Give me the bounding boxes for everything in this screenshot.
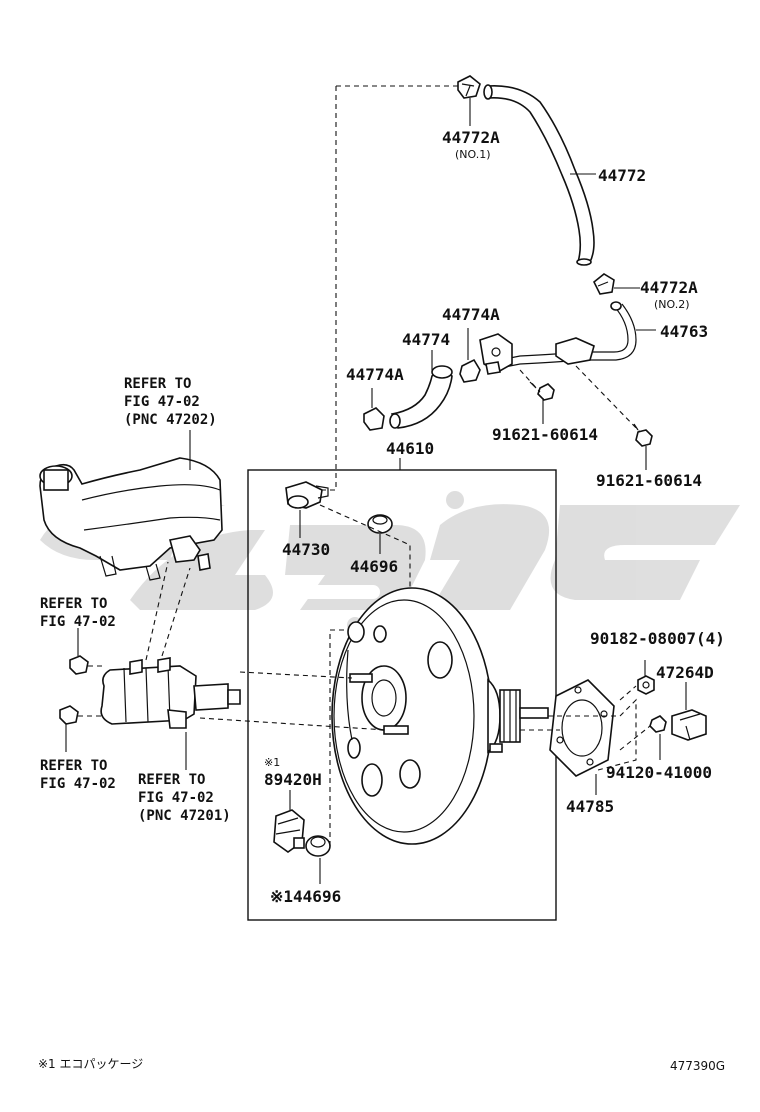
label-94120-41000: 94120-41000 (606, 763, 712, 782)
ref-reservoir: REFER TO FIG 47-02 (PNC 47202) (124, 376, 217, 428)
vacuum-pipe-44763 (479, 301, 637, 375)
label-44772: 44772 (598, 166, 646, 185)
label-91621-60614-b: 91621-60614 (596, 471, 702, 490)
label-44774A-left: 44774A (346, 365, 404, 384)
ref-master-cylinder: REFER TO FIG 47-02 (PNC 47201) (138, 772, 231, 824)
label-44696-bottom: ※144696 (270, 887, 341, 906)
label-44763: 44763 (660, 322, 708, 341)
clamp-44772A-no2 (592, 273, 615, 295)
ref-left-upper: REFER TO FIG 47-02 (40, 596, 116, 630)
vacuum-sensor-89420H (273, 809, 305, 853)
clevis-47264D (671, 709, 707, 741)
svg-text:REFER TO: REFER TO (40, 758, 107, 774)
label-44696-top: 44696 (350, 557, 398, 576)
check-valve-44730 (285, 481, 329, 509)
note-44772A-no2: (NO.2) (654, 298, 690, 311)
gasket-44785 (549, 679, 615, 777)
label-44772A-no1: 44772A (442, 128, 500, 147)
svg-text:FIG 47-02: FIG 47-02 (138, 790, 214, 806)
nut-90182-08007 (637, 675, 655, 695)
fitting-left-lower (59, 705, 79, 725)
svg-text:(PNC 47202): (PNC 47202) (124, 412, 217, 428)
label-44610: 44610 (386, 439, 434, 458)
label-44772A-no2: 44772A (640, 278, 698, 297)
svg-text:FIG 47-02: FIG 47-02 (124, 394, 200, 410)
vacuum-hose-44772 (483, 84, 595, 266)
master-cylinder (100, 657, 241, 729)
brake-fluid-reservoir (39, 457, 223, 581)
figure-id: 477390G (670, 1059, 725, 1073)
label-90182-08007: 90182-08007(4) (590, 629, 725, 648)
note-44772A-no1: (NO.1) (455, 148, 491, 161)
grommet-44696-bottom (305, 835, 331, 857)
svg-text:FIG 47-02: FIG 47-02 (40, 614, 116, 630)
booster-assembly-frame (247, 469, 557, 921)
label-89420H: 89420H (264, 770, 322, 789)
clamp-44774A-left (363, 407, 385, 431)
pin-94120-41000 (649, 715, 667, 733)
label-44774: 44774 (402, 330, 450, 349)
label-91621-60614-a: 91621-60614 (492, 425, 598, 444)
ref-left-lower: REFER TO FIG 47-02 (40, 758, 116, 792)
label-44730: 44730 (282, 540, 330, 559)
clamp-44774A-upper (459, 358, 481, 383)
label-44774A-top: 44774A (442, 305, 500, 324)
label-47264D: 47264D (656, 663, 714, 682)
svg-text:REFER TO: REFER TO (40, 596, 107, 612)
clamp-44772A-no1 (457, 75, 481, 99)
bolt-91621-60614-b (633, 423, 653, 447)
note-89420H: ※1 (264, 756, 280, 769)
brake-booster (331, 587, 549, 845)
svg-text:FIG 47-02: FIG 47-02 (40, 776, 116, 792)
footer-note: ※1 エコパッケージ (38, 1057, 143, 1071)
fitting-left-upper (69, 655, 89, 675)
label-44785: 44785 (566, 797, 614, 816)
svg-text:(PNC 47201): (PNC 47201) (138, 808, 231, 824)
svg-text:REFER TO: REFER TO (124, 376, 191, 392)
grommet-44696 (367, 514, 393, 534)
svg-text:REFER TO: REFER TO (138, 772, 205, 788)
